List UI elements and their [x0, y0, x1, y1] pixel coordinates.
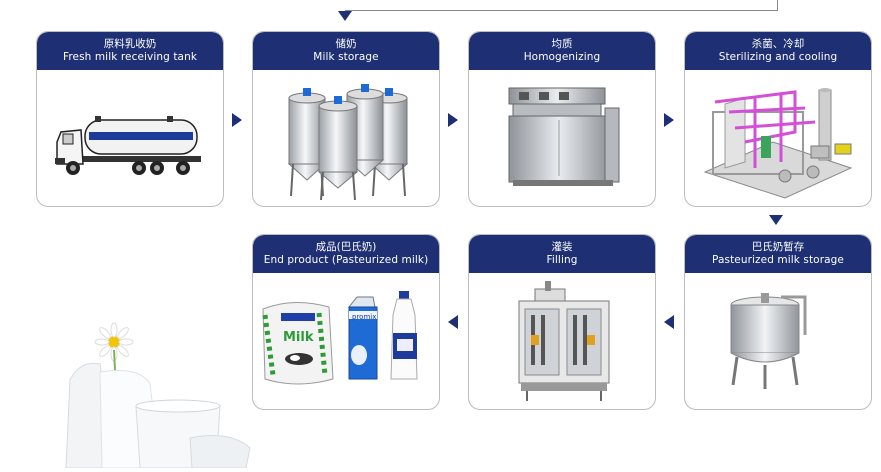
stage-title-en: Pasteurized milk storage — [712, 254, 844, 266]
stage-title-en: Homogenizing — [523, 51, 601, 63]
filling-machine-image — [469, 275, 655, 409]
stage-card-pasteurized-storage: 巴氏奶暂存 Pasteurized milk storage — [684, 234, 872, 410]
daisy-flower-icon — [94, 322, 134, 391]
stage-title-en: Fresh milk receiving tank — [62, 51, 198, 63]
stage-header: 均质 Homogenizing — [469, 32, 655, 70]
milk-tanker-truck-image — [37, 72, 223, 206]
stage-title-en: Sterilizing and cooling — [718, 51, 838, 63]
stage-card-sterilizing: 杀菌、冷却 Sterilizing and cooling — [684, 31, 872, 207]
flow-arrow-right — [232, 113, 242, 127]
stage-title-zh: 灌装 — [551, 241, 573, 253]
homogenizer-machine-image — [469, 72, 655, 206]
stage-card-storage: 储奶 Milk storage — [252, 31, 440, 207]
flow-arrow-down — [769, 215, 783, 225]
stage-header: 杀菌、冷却 Sterilizing and cooling — [685, 32, 871, 70]
stage-title-en: Filling — [546, 254, 578, 266]
stage-header: 储奶 Milk storage — [253, 32, 439, 70]
stage-title-zh: 巴氏奶暂存 — [751, 241, 805, 253]
return-flow-line-vertical — [777, 0, 778, 11]
flow-arrow-right — [664, 113, 674, 127]
return-arrow-down — [338, 11, 352, 21]
flow-arrow-right — [448, 113, 458, 127]
stage-header: 原料乳收奶 Fresh milk receiving tank — [37, 32, 223, 70]
sterilizer-unit-image — [685, 72, 871, 206]
pasteurized-storage-tank-image — [685, 275, 871, 409]
milk-glass-flower-image — [40, 320, 300, 469]
stage-card-end-product: 成品(巴氏奶) End product (Pasteurized milk) M… — [252, 234, 440, 410]
milk-products-image: Milk promix — [253, 275, 439, 409]
cropped-top-caption — [150, 0, 590, 4]
flow-arrow-left — [664, 315, 674, 329]
stage-card-filling: 灌装 Filling — [468, 234, 656, 410]
stage-header: 巴氏奶暂存 Pasteurized milk storage — [685, 235, 871, 273]
stage-header: 灌装 Filling — [469, 235, 655, 273]
return-flow-line — [345, 10, 778, 11]
stage-card-homogenizing: 均质 Homogenizing — [468, 31, 656, 207]
stage-title-zh: 成品(巴氏奶) — [315, 241, 377, 253]
stage-title-zh: 储奶 — [335, 38, 357, 50]
stage-title-zh: 原料乳收奶 — [103, 38, 157, 50]
stage-title-en: End product (Pasteurized milk) — [263, 254, 429, 266]
stage-title-en: Milk storage — [313, 51, 379, 63]
bag-milk-label: Milk — [283, 330, 314, 345]
stage-header: 成品(巴氏奶) End product (Pasteurized milk) — [253, 235, 439, 273]
stage-title-zh: 均质 — [551, 38, 573, 50]
storage-tanks-image — [253, 72, 439, 206]
carton-brand-label: promix — [352, 313, 376, 321]
stage-card-receiving: 原料乳收奶 Fresh milk receiving tank — [36, 31, 224, 207]
stage-title-zh: 杀菌、冷却 — [751, 38, 805, 50]
flow-arrow-left — [448, 315, 458, 329]
